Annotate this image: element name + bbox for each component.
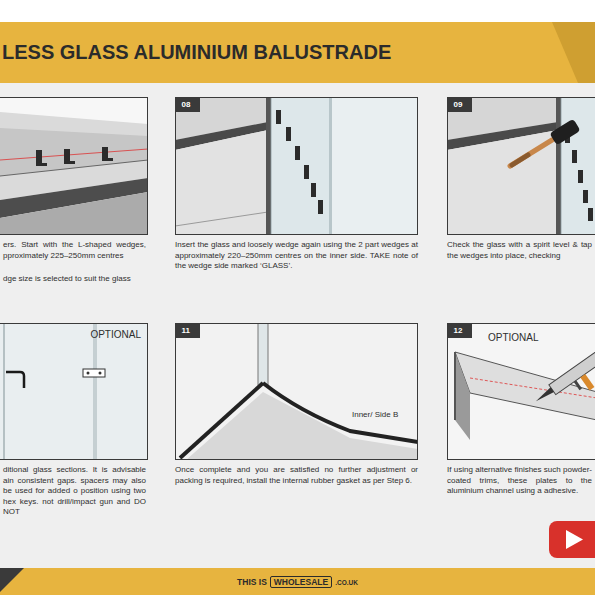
title-banner: LESS GLASS ALUMINIUM BALUSTRADE — [0, 22, 595, 83]
panel-frame: 09 — [447, 97, 595, 235]
logo-word: WHOLESALE — [274, 577, 328, 587]
optional-tag: OPTIONAL — [90, 329, 141, 340]
step-panel: 11Once complete and you are satisfied no… — [175, 323, 418, 486]
step-caption: ers. Start with the L-shaped wedges, ppr… — [3, 240, 146, 261]
step-number: 12 — [447, 323, 473, 338]
panel-frame: 11 — [175, 323, 418, 460]
step-caption: dge size is selected to suit the glass — [3, 274, 146, 285]
logo-box: WHOLESALE — [270, 576, 332, 588]
step-caption: Once complete and you are satisfied no f… — [175, 465, 418, 486]
panel-frame: 12OPTIONAL — [447, 323, 595, 460]
step-number: 09 — [447, 97, 473, 112]
step-panel: 09Check the glass with a spirit level & … — [447, 97, 595, 261]
step-panel: OPTIONAL ditional glass sections. It is a… — [0, 323, 148, 518]
step-panel: ers. Start with the L-shaped wedges, ppr… — [0, 97, 148, 285]
step-number: 11 — [175, 323, 200, 338]
page-title: LESS GLASS ALUMINIUM BALUSTRADE — [0, 41, 391, 64]
panel-frame — [0, 97, 148, 235]
step-caption: ditional glass sections. It is advisable… — [3, 465, 146, 518]
optional-tag: OPTIONAL — [488, 332, 539, 343]
logo-domain: .CO.UK — [335, 579, 358, 586]
side-label: Inner/ Side B — [350, 410, 400, 420]
footer-logo: WHOLESALE THIS IS .CO.UK — [0, 574, 595, 590]
step-caption: Check the glass with a spirit level & ta… — [447, 240, 592, 261]
step-panel: 08Insert the glass and loosely wedge aga… — [175, 97, 418, 272]
logo-text: THIS IS — [237, 577, 267, 587]
step-caption: If using alternative finishes such powde… — [447, 465, 592, 497]
panel-frame: OPTIONAL — [0, 323, 148, 460]
step-panel: 12OPTIONAL If using alternative finishes … — [447, 323, 595, 497]
step-caption: Insert the glass and loosely wedge again… — [175, 240, 418, 272]
panel-frame: 08 — [175, 97, 418, 235]
step-number: 08 — [175, 97, 201, 112]
